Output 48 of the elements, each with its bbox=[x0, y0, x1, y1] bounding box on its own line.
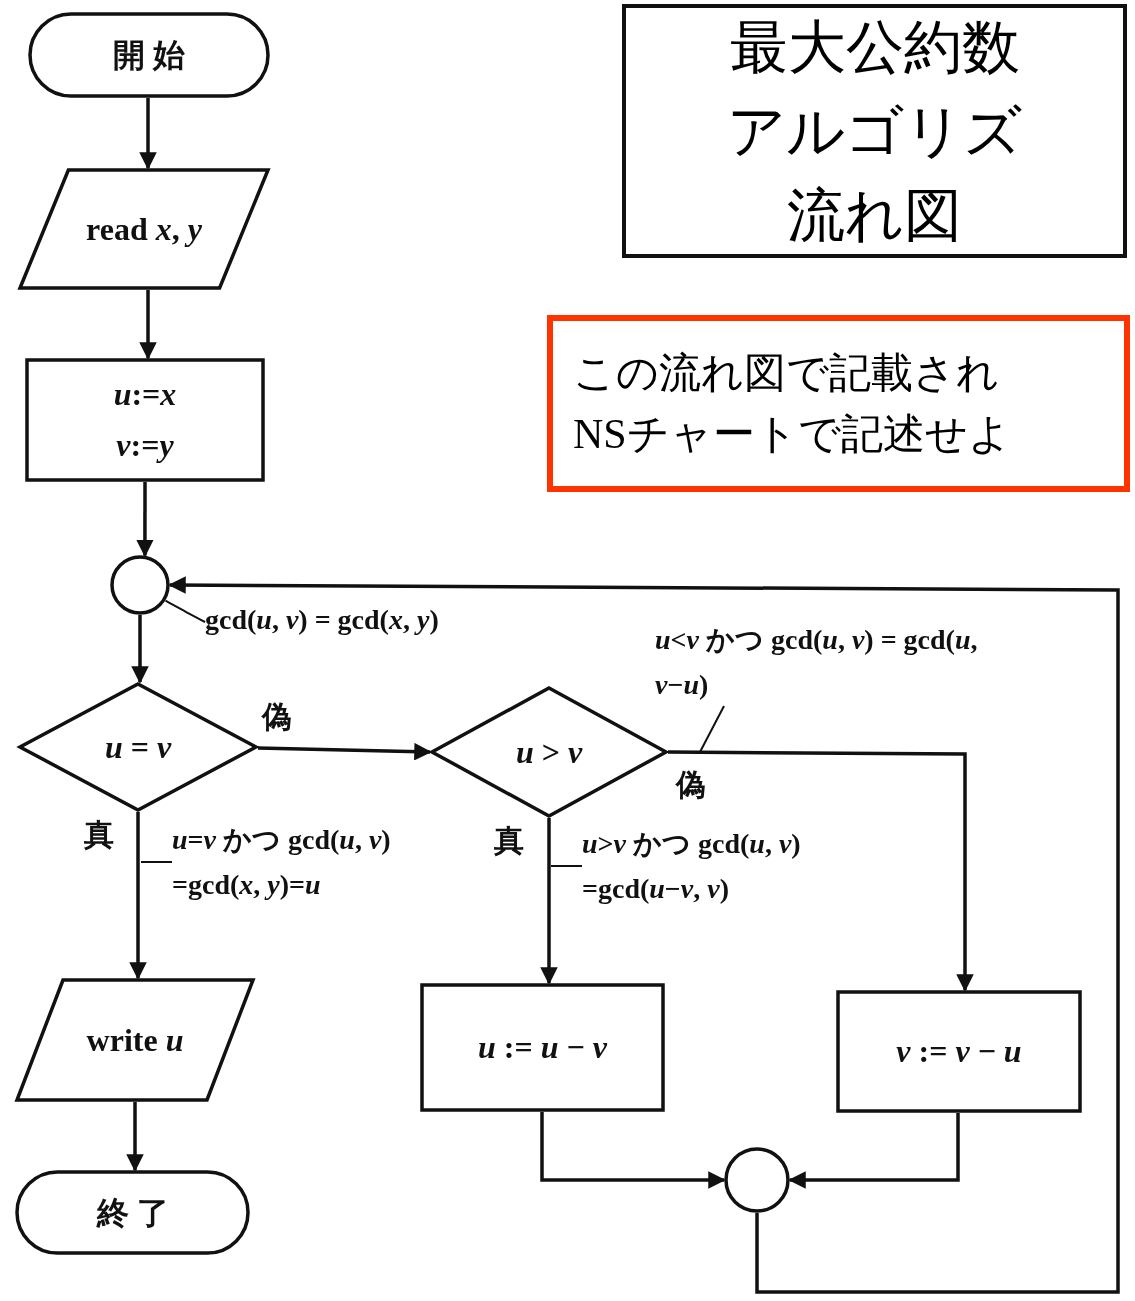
annotation-text: gcd(u, v) = gcd(x, y) bbox=[205, 598, 625, 646]
flow-arrow bbox=[126, 1102, 144, 1172]
condition-text: u > v bbox=[515, 733, 583, 772]
flow-arrow bbox=[139, 290, 157, 360]
flow-arrow bbox=[257, 742, 432, 761]
decision-diamond bbox=[18, 682, 258, 812]
flow-arrow bbox=[136, 482, 154, 558]
leader-line bbox=[164, 599, 206, 623]
flow-arrow bbox=[131, 615, 149, 684]
io-text: read x, y bbox=[86, 210, 202, 249]
leader-line bbox=[140, 861, 173, 863]
annotation-text: u<v かつ gcd(u, v) = gcd(u, v−u) bbox=[655, 618, 985, 706]
process-box bbox=[420, 983, 665, 1112]
terminal-text: 開 始 bbox=[113, 36, 185, 75]
branch-label: 真 bbox=[84, 820, 114, 850]
connector-circle bbox=[110, 555, 170, 615]
leader-line bbox=[699, 705, 725, 753]
terminal-shape bbox=[15, 1170, 250, 1255]
flow-arrow bbox=[788, 1113, 960, 1189]
io-parallelogram bbox=[18, 168, 270, 290]
leader-line bbox=[550, 865, 583, 867]
branch-label: 偽 bbox=[676, 770, 706, 800]
branch-label: 真 bbox=[494, 826, 524, 856]
process-text: u := u − v bbox=[478, 1027, 607, 1067]
flow-arrow bbox=[540, 1112, 726, 1189]
title-text: 最大公約数アルゴリズ流れ図 bbox=[726, 11, 1023, 252]
flow-arrow bbox=[540, 818, 558, 985]
process-text: v := v − u bbox=[896, 1031, 1022, 1071]
terminal-text: 終 了 bbox=[96, 1193, 169, 1233]
process-text: u:=x bbox=[113, 374, 177, 414]
title-box bbox=[622, 4, 1127, 258]
instruction-text: この流れ図で記載されNSチャートで記述せよ bbox=[573, 348, 1012, 459]
annotation-text: u>v かつ gcd(u, v) =gcd(u−v, v) bbox=[582, 822, 882, 972]
condition-text: u = v bbox=[104, 728, 172, 767]
flow-arrow bbox=[139, 98, 157, 170]
instruction-box bbox=[547, 315, 1130, 492]
terminal-shape bbox=[28, 12, 270, 98]
io-text: write u bbox=[86, 1021, 184, 1060]
connector-circle bbox=[724, 1147, 790, 1213]
flow-arrow bbox=[668, 750, 974, 992]
process-box bbox=[25, 358, 265, 482]
branch-label: 偽 bbox=[262, 702, 292, 732]
process-box bbox=[836, 990, 1082, 1113]
flow-arrow bbox=[129, 812, 147, 980]
io-parallelogram bbox=[15, 978, 255, 1102]
process-text: v:=y bbox=[116, 426, 174, 465]
annotation-text: u=v かつ gcd(u, v) =gcd(x, y)=u bbox=[172, 818, 472, 968]
flow-arrow bbox=[168, 576, 1120, 1294]
